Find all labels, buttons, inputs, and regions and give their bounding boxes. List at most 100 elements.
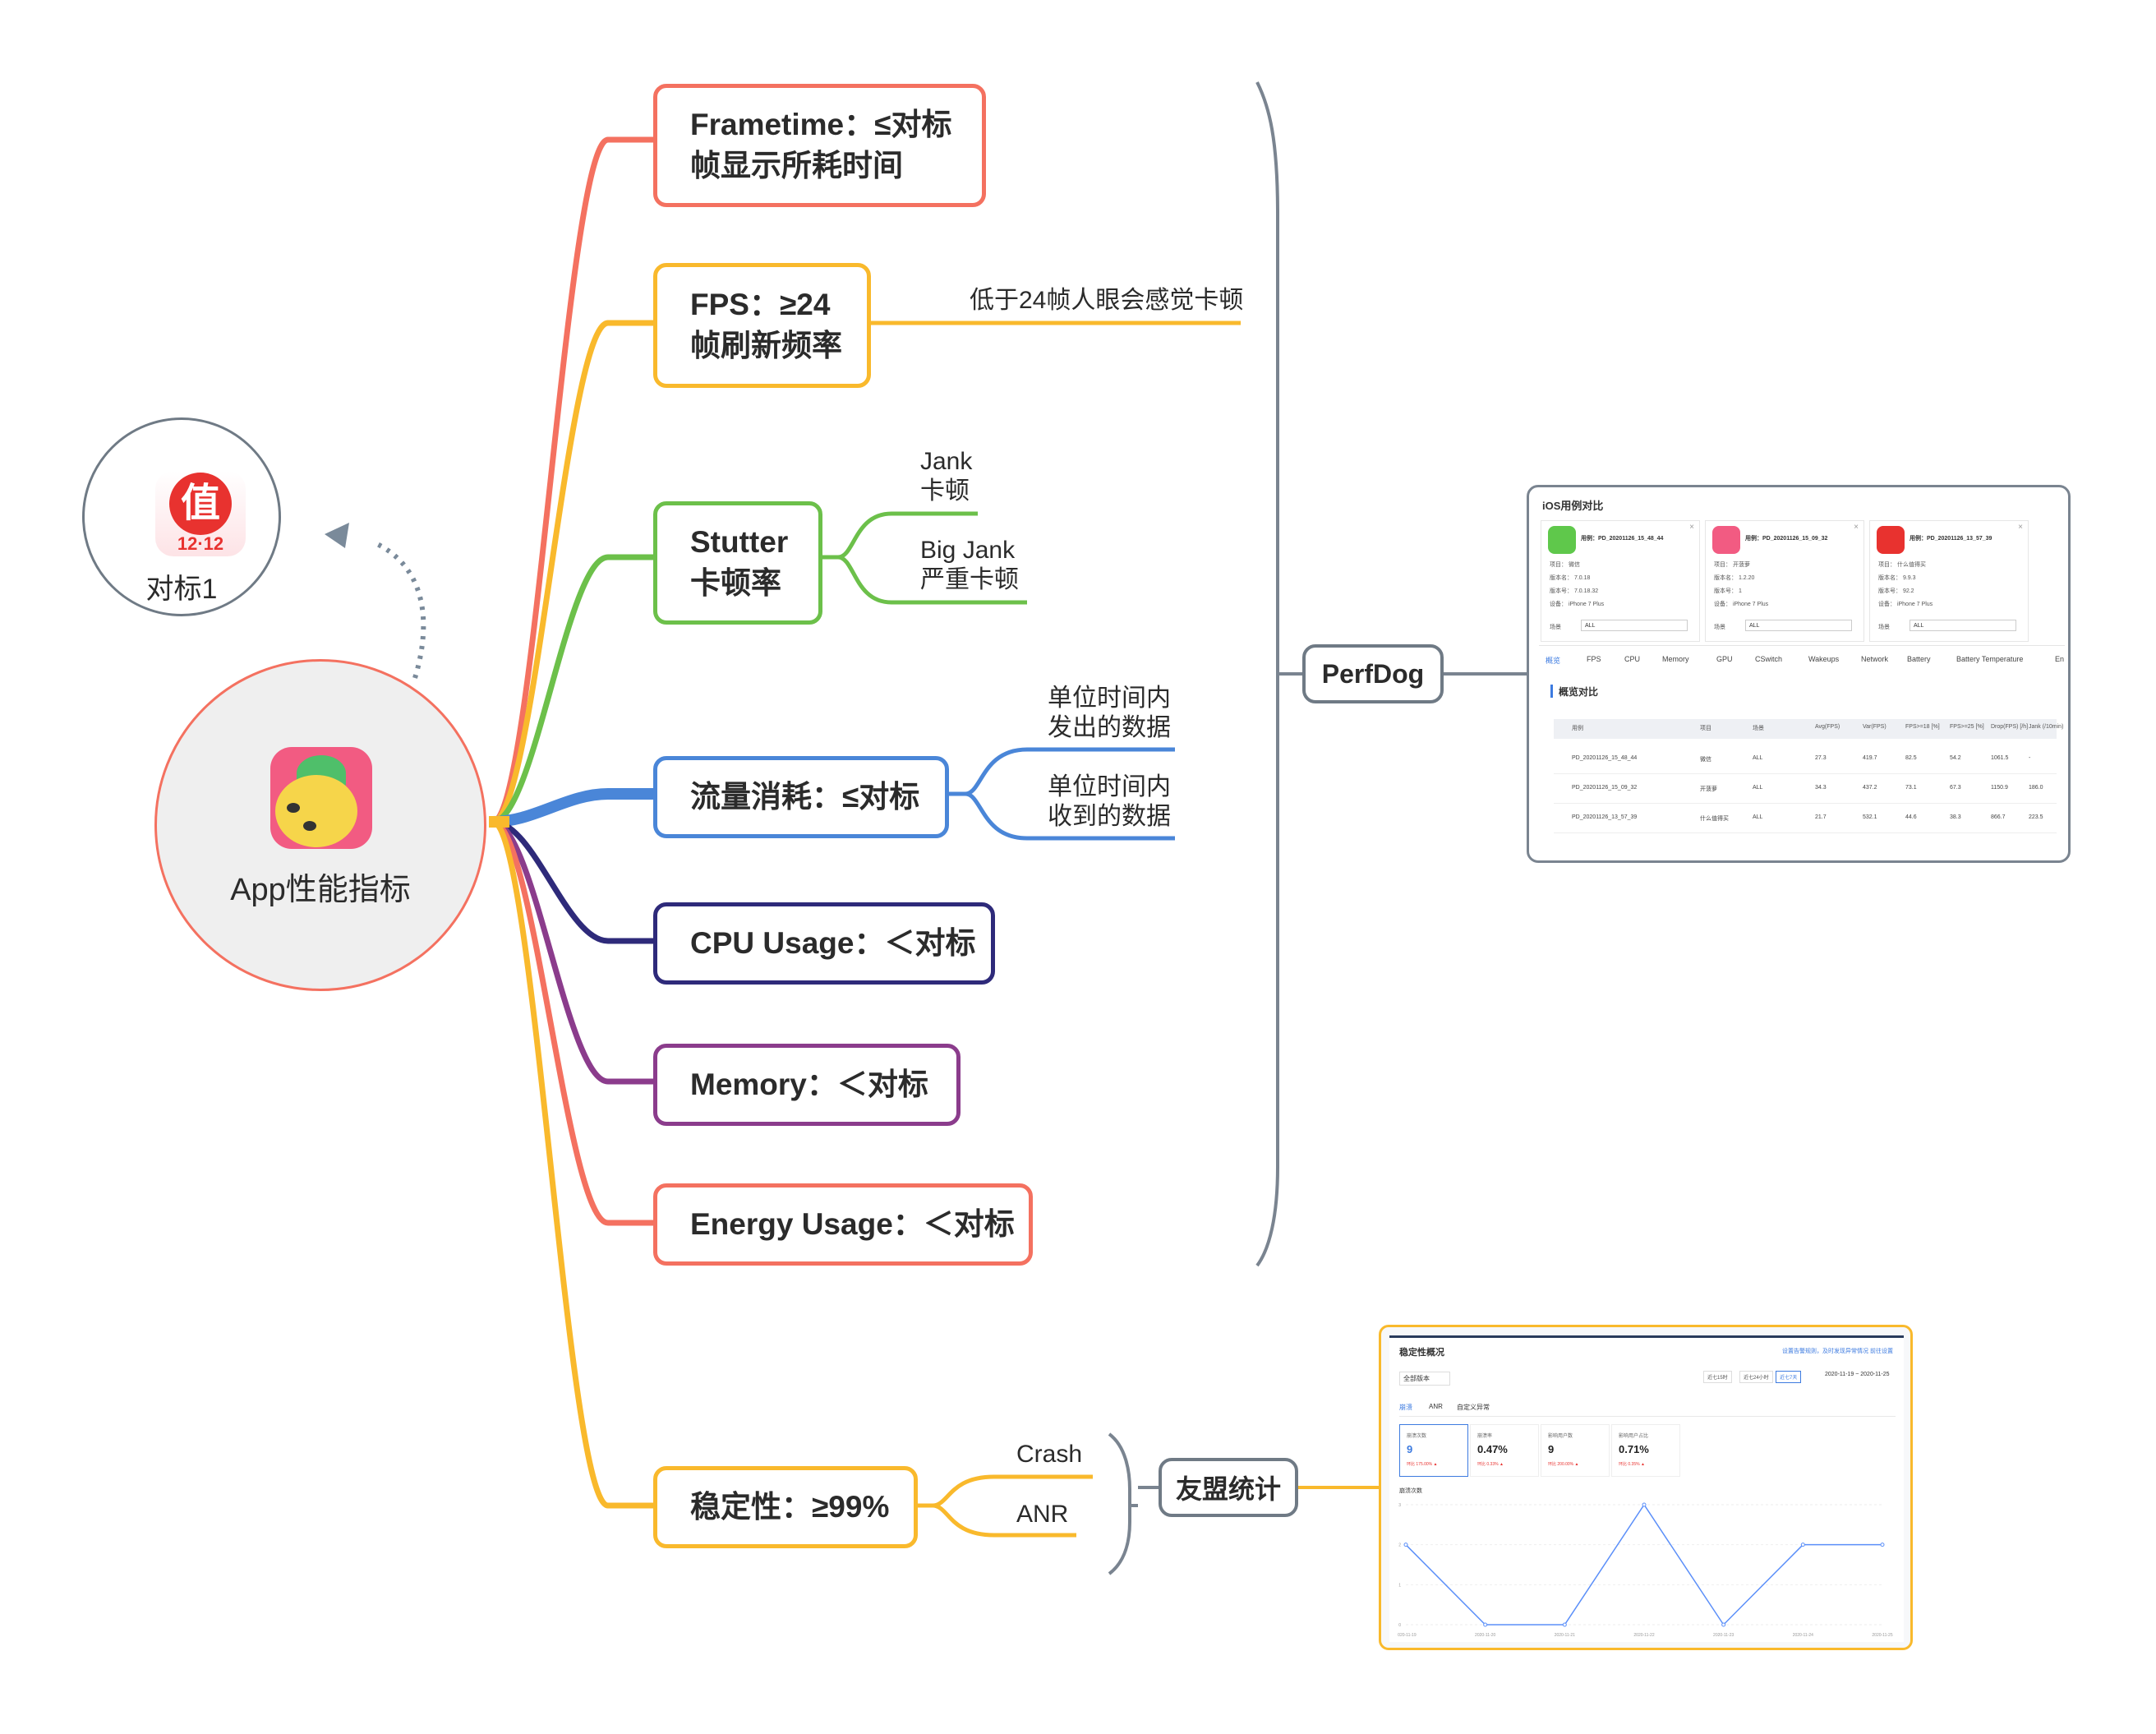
case-scene-select[interactable]: ALL	[1910, 620, 2016, 631]
umeng-tab[interactable]: 崩溃	[1399, 1404, 1412, 1411]
benchmark-node[interactable]: 值 12·12 对标1	[82, 417, 281, 616]
branch-energy[interactable]: Energy Usage：＜对标	[653, 1183, 1033, 1266]
perfdog-tool[interactable]: PerfDog	[1302, 644, 1444, 703]
perfdog-tab[interactable]: CPU	[1624, 655, 1641, 663]
data-point[interactable]	[1721, 1622, 1726, 1627]
table-cell: 21.7	[1815, 814, 1827, 820]
umeng-title: 稳定性概况	[1399, 1348, 1444, 1358]
kpi-delta: 环比 175.00% ▲	[1407, 1462, 1438, 1467]
table-header-cell: 项目	[1700, 726, 1711, 731]
y-tick-label: 1	[1398, 1583, 1401, 1588]
data-point[interactable]	[1642, 1502, 1647, 1507]
kpi-value: 9	[1548, 1443, 1555, 1455]
kpi-value: 9	[1407, 1443, 1413, 1455]
branch-memory[interactable]: Memory：＜对标	[653, 1044, 961, 1126]
stability-sub-anr: ANR	[1016, 1501, 1069, 1528]
case-scene-select[interactable]: ALL	[1745, 620, 1852, 631]
table-cell: ALL	[1753, 814, 1763, 820]
table-row-divider	[1554, 832, 2057, 833]
perfdog-tab[interactable]: Network	[1861, 655, 1889, 663]
branch-traffic[interactable]: 流量消耗：≤对标	[653, 756, 949, 838]
umeng-tab[interactable]: ANR	[1429, 1403, 1443, 1410]
umeng-range-button[interactable]: 近七15时	[1703, 1371, 1732, 1383]
data-point[interactable]	[1403, 1543, 1408, 1547]
table-cell: 82.5	[1905, 755, 1917, 761]
umeng-version-filter[interactable]: 全部版本	[1399, 1372, 1450, 1386]
case-id: 用例：PD_20201126_15_48_44	[1581, 536, 1664, 542]
data-point[interactable]	[1800, 1543, 1805, 1547]
table-cell: 186.0	[2029, 785, 2043, 791]
case-app-icon	[1712, 526, 1740, 554]
data-point[interactable]	[1562, 1622, 1567, 1627]
table-cell: 44.6	[1905, 814, 1917, 820]
perfdog-tab[interactable]: Battery Temperature	[1956, 655, 2024, 663]
close-icon[interactable]: ×	[1854, 523, 1859, 532]
table-cell: 73.1	[1905, 785, 1917, 791]
umeng-tool[interactable]: 友盟统计	[1159, 1458, 1298, 1517]
perfdog-tab[interactable]: FPS	[1587, 655, 1601, 663]
table-cell: 223.5	[2029, 814, 2043, 820]
x-tick-label: 2020-11-21	[1555, 1633, 1575, 1638]
table-cell: 866.7	[1991, 814, 2006, 820]
data-point[interactable]	[1880, 1543, 1885, 1547]
case-meta: 设备： iPhone 7 Plus	[1878, 602, 1933, 607]
x-tick-label: 2020-11-20	[1475, 1633, 1495, 1638]
central-label: App性能指标	[230, 873, 411, 907]
case-app-icon	[1548, 526, 1576, 554]
perfdog-tab[interactable]: GPU	[1716, 655, 1733, 663]
x-tick-label: 2020-11-22	[1633, 1633, 1654, 1638]
umeng-range-button[interactable]: 近七24小时	[1739, 1371, 1773, 1383]
kpi-label: 崩溃次数	[1407, 1434, 1427, 1439]
perfdog-tab[interactable]: Memory	[1662, 655, 1689, 663]
series-line	[1405, 1503, 1882, 1626]
perfdog-tab[interactable]: Battery	[1907, 655, 1931, 663]
branch-stability[interactable]: 稳定性：≥99%	[653, 1466, 918, 1548]
branch-cpu[interactable]: CPU Usage：＜对标	[653, 902, 995, 985]
data-point[interactable]	[1483, 1622, 1488, 1627]
case-app-icon	[1877, 526, 1905, 554]
traffic-sub-received: 单位时间内收到的数据	[1048, 773, 1171, 830]
kpi-label: 崩溃率	[1477, 1434, 1493, 1439]
case-meta: 版本名： 9.9.3	[1878, 575, 1916, 581]
x-tick-label: 2020-11-23	[1713, 1633, 1734, 1638]
table-cell: 27.3	[1815, 755, 1827, 761]
central-topic[interactable]: App性能指标	[154, 659, 486, 991]
umeng-range-button[interactable]: 近七7天	[1776, 1371, 1802, 1383]
kpi-value: 0.71%	[1619, 1443, 1649, 1455]
umeng-tab[interactable]: 自定义异常	[1457, 1404, 1490, 1411]
table-cell: 532.1	[1863, 814, 1877, 820]
perfdog-tab[interactable]: CSwitch	[1755, 655, 1783, 663]
table-header-cell: FPS>=25 [%]	[1950, 724, 1984, 730]
umeng-screenshot: 稳定性概况 设置告警规则，及时发现异常情况 前往设置 全部版本 近七15时近七2…	[1379, 1325, 1913, 1650]
case-scene-label: 场景	[1550, 625, 1561, 630]
x-tick-label: 2020-11-25	[1872, 1633, 1892, 1638]
close-icon[interactable]: ×	[2018, 523, 2023, 532]
perfdog-tab[interactable]: En	[2055, 655, 2065, 663]
case-meta: 项目： 什么值得买	[1878, 562, 1926, 568]
umeng-date-range[interactable]: 2020-11-19 ~ 2020-11-25	[1825, 1372, 1890, 1377]
case-id: 用例：PD_20201126_15_09_32	[1745, 536, 1828, 542]
smzdm-app-icon: 值 12·12	[155, 471, 246, 556]
umeng-notice: 设置告警规则，及时发现异常情况 前往设置	[1782, 1349, 1893, 1354]
branch-frametime[interactable]: Frametime：≤对标帧显示所耗时间	[653, 84, 986, 207]
case-scene-select[interactable]: ALL	[1581, 620, 1688, 631]
perfdog-tab[interactable]: 概览	[1546, 657, 1561, 665]
umeng-kpi-card[interactable]: 崩溃次数 9 环比 175.00% ▲	[1399, 1424, 1468, 1477]
perfdog-section-title: 概览对比	[1559, 686, 1599, 698]
close-icon[interactable]: ×	[1689, 523, 1694, 532]
table-cell: PD_20201126_15_09_32	[1572, 785, 1638, 791]
table-cell: ALL	[1753, 755, 1763, 761]
perfdog-tab[interactable]: Wakeups	[1808, 655, 1840, 663]
table-cell: 54.2	[1950, 755, 1961, 761]
y-tick-label: 3	[1398, 1503, 1401, 1508]
